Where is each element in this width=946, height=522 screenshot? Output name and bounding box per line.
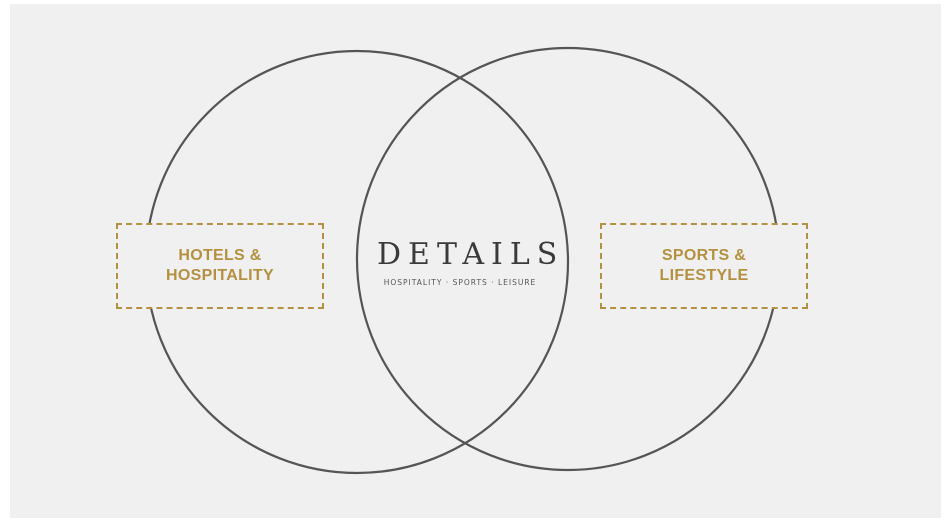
sports-lifestyle-label: SPORTS & LIFESTYLE (600, 223, 808, 309)
sports-label-line1: SPORTS & (661, 247, 747, 264)
logo-title: DETAILS (377, 237, 565, 272)
details-logo: DETAILS HOSPITALITY · SPORTS · LEISURE (370, 237, 565, 288)
logo-tagline: HOSPITALITY · SPORTS · LEISURE (383, 278, 537, 287)
hotels-label-line2: HOSPITALITY (166, 267, 274, 284)
hotels-hospitality-label: HOTELS & HOSPITALITY (116, 223, 324, 309)
sports-label-line2: LIFESTYLE (659, 267, 749, 284)
hotels-label-line1: HOTELS & (178, 247, 262, 264)
